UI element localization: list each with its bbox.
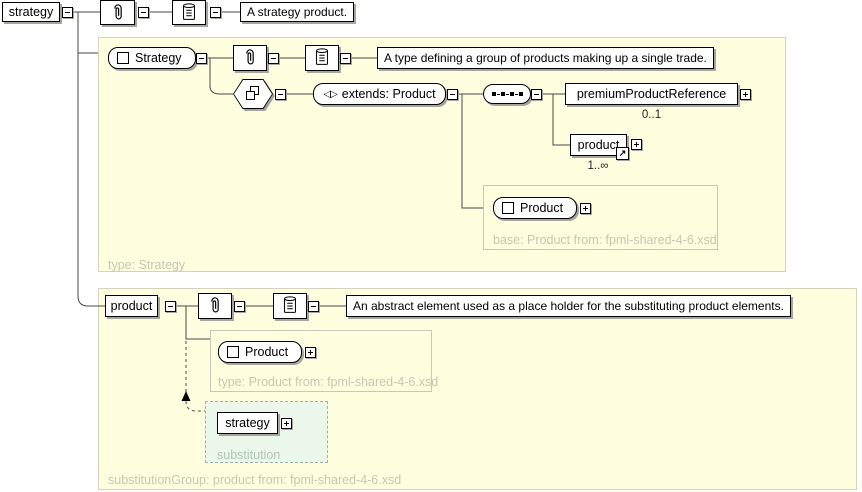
collapse-toggle[interactable] (268, 53, 279, 64)
paperclip-icon (113, 3, 122, 19)
annotation-text: An abstract element used as a place hold… (353, 299, 784, 313)
content-model-icon (117, 52, 129, 64)
substitution-group-footer-label: substitutionGroup: product from: fpml-sh… (108, 473, 402, 487)
element-strategy-substitution-label: strategy (225, 416, 270, 430)
element-product-child-box[interactable]: product (570, 134, 627, 156)
expand-toggle[interactable] (631, 139, 642, 150)
collapse-toggle[interactable] (62, 7, 73, 18)
expand-toggle[interactable] (740, 89, 751, 100)
collapse-toggle[interactable] (234, 301, 245, 312)
reference-arrow-glyph: ↗ (618, 148, 627, 158)
documentation-icon-box[interactable] (305, 45, 339, 71)
type-info-box (210, 330, 432, 392)
sequence-compositor-node[interactable] (483, 84, 531, 104)
annotation-text: A type defining a group of products maki… (384, 51, 707, 65)
collapse-toggle[interactable] (340, 53, 351, 64)
base-type-box (483, 185, 718, 250)
expand-toggle[interactable] (305, 347, 316, 358)
occurrence-label: 1..∞ (587, 160, 609, 172)
strategy-type-container (98, 37, 786, 272)
element-strategy-label: strategy (8, 5, 54, 19)
element-strategy-substitution-box[interactable]: strategy (217, 412, 278, 434)
collapse-toggle[interactable] (531, 89, 542, 100)
complextype-strategy-node[interactable]: Strategy (108, 47, 196, 69)
annotation-icon-box[interactable] (100, 0, 135, 25)
scroll-icon (284, 296, 296, 313)
annotation-text-box: A strategy product. (240, 2, 355, 22)
derivation-icon[interactable] (233, 79, 273, 109)
collapse-toggle[interactable] (196, 53, 207, 64)
collapse-toggle[interactable] (165, 301, 176, 312)
annotation-icon-box[interactable] (233, 45, 267, 71)
element-product-box[interactable]: product (105, 295, 158, 317)
documentation-icon-box[interactable] (273, 293, 307, 319)
complextype-strategy-label: Strategy (135, 51, 182, 65)
content-model-icon (227, 346, 239, 358)
complextype-product-label: Product (245, 345, 289, 359)
complextype-product-base-label: Product (520, 201, 564, 215)
complextype-product-base-node[interactable]: Product (493, 197, 577, 219)
collapse-toggle[interactable] (210, 7, 221, 18)
base-type-caption: base: Product from: fpml-shared-4-6.xsd (493, 233, 717, 247)
collapse-toggle[interactable] (447, 89, 458, 100)
type-caption: type: Product from: fpml-shared-4-6.xsd (218, 375, 439, 389)
expand-toggle[interactable] (281, 418, 292, 429)
paperclip-icon (211, 297, 219, 313)
element-product-child-label: product (577, 138, 620, 152)
substitution-caption: substitution (217, 448, 281, 462)
type-footer-label: type: Strategy (108, 258, 186, 272)
copy-squares-icon (246, 91, 255, 100)
extends-product-node[interactable]: ◁▷ extends: Product (313, 83, 446, 105)
element-premiumproductreference-label: premiumProductReference (576, 87, 727, 101)
element-premiumproductreference-box[interactable]: premiumProductReference (565, 83, 738, 105)
sequence-dots-icon (491, 92, 523, 96)
scroll-icon (316, 48, 328, 65)
collapse-toggle[interactable] (275, 89, 286, 100)
collapse-toggle[interactable] (308, 301, 319, 312)
annotation-text: A strategy product. (247, 5, 348, 19)
annotation-icon-box[interactable] (198, 293, 232, 319)
complextype-product-node[interactable]: Product (218, 341, 302, 363)
scroll-icon (183, 2, 195, 20)
annotation-text-box: An abstract element used as a place hold… (346, 295, 791, 317)
occurrence-label: 0..1 (641, 109, 662, 121)
element-strategy-box[interactable]: strategy (2, 2, 60, 22)
content-model-icon (502, 202, 514, 214)
reference-arrow-icon: ↗ (616, 147, 629, 160)
expand-toggle[interactable] (580, 203, 591, 214)
annotation-text-box: A type defining a group of products maki… (377, 47, 714, 69)
documentation-icon-box[interactable] (172, 0, 206, 25)
paperclip-icon (246, 49, 254, 65)
element-product-label: product (110, 299, 153, 313)
collapse-toggle[interactable] (138, 7, 149, 18)
extends-label: extends: Product (341, 87, 436, 101)
extension-triangles-icon: ◁▷ (323, 88, 337, 100)
